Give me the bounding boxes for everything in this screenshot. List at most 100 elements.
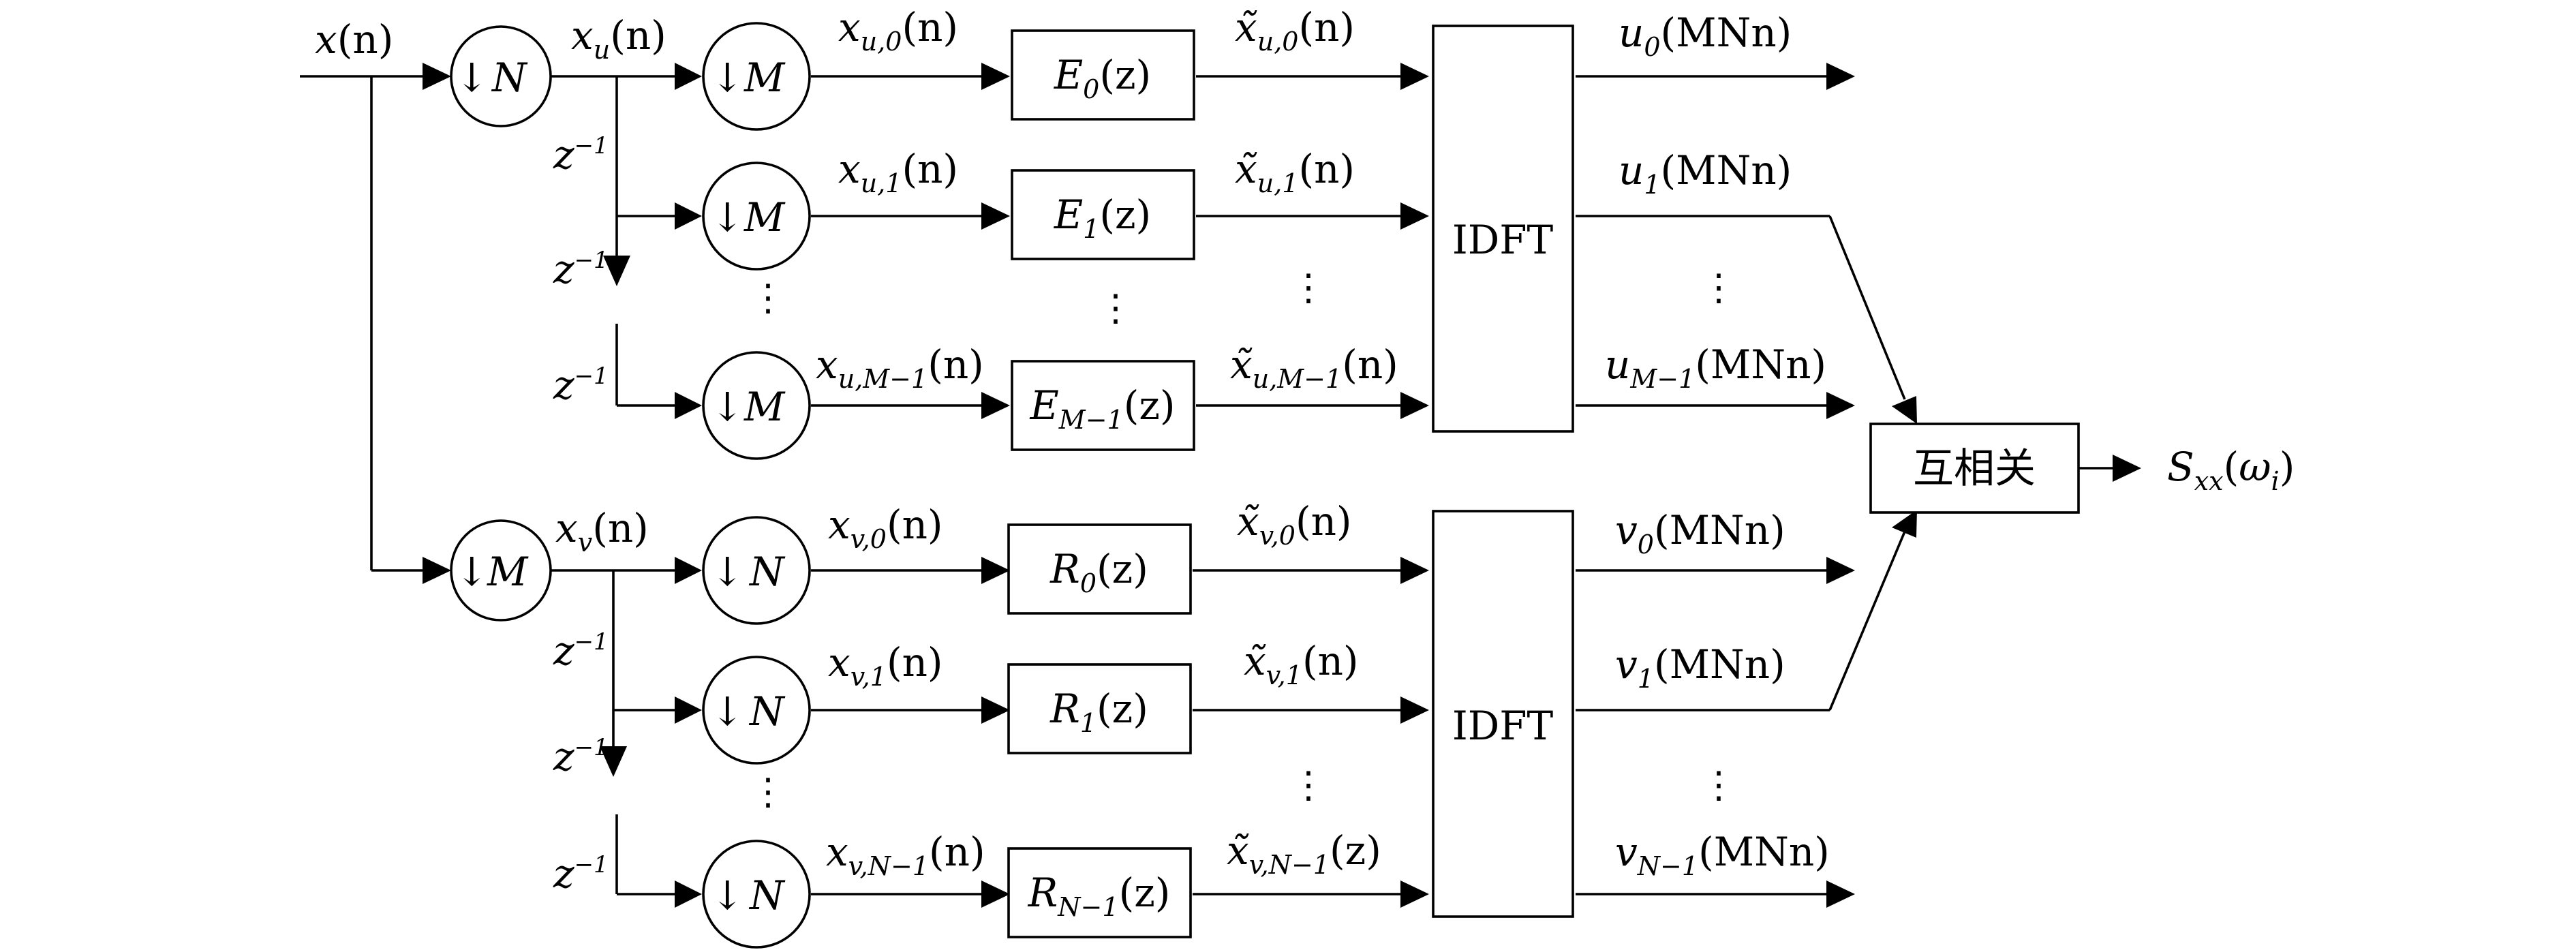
lower-output-1-label: v1(MNn) [1615, 641, 1785, 694]
decimator-factor: M [743, 55, 786, 101]
delay-arrowhead [600, 746, 627, 777]
filter-output-label: x̃u,M−1(n) [1230, 341, 1398, 394]
arrowhead [2113, 455, 2141, 482]
arrowheads [423, 63, 2141, 908]
correlator-label: 互相关 [1913, 445, 2036, 493]
filter-block [1011, 169, 1195, 260]
decimator-circle [702, 351, 811, 460]
filter-label: EM−1(z) [1029, 382, 1175, 435]
lower-output-0-label: v0(MNn) [1615, 507, 1785, 560]
upper-branch-1: ↓ M xu,1(n) E1(z) x̃u,1(n) [702, 146, 1355, 271]
arrowhead [1892, 510, 1917, 538]
lower-delay-label-2: z−1 [553, 733, 609, 780]
arrowhead [981, 392, 1010, 419]
signal-wires [300, 75, 2113, 895]
decimator-circle [702, 840, 811, 949]
down-arrow-icon: ↓ [455, 55, 489, 101]
lower-idft-block: IDFT [1432, 510, 1574, 918]
decimator-circle [702, 22, 811, 131]
lower-delay-label-1: z−1 [553, 628, 609, 674]
ellipsis-icon: ⋮ [1097, 286, 1134, 329]
filter-output-label: x̃u,0(n) [1235, 4, 1355, 57]
down-arrow-icon: ↓ [455, 549, 489, 595]
down-arrow-icon: ↓ [711, 194, 744, 241]
upper-branch-last: ↓ M xu,M−1(n) EM−1(z) x̃u,M−1(n) [702, 341, 1398, 460]
decimator-circle [450, 25, 552, 127]
upper-delay-label-1: z−1 [553, 132, 609, 178]
arrowhead [675, 63, 702, 90]
filter-output-label: x̃v,N−1(z) [1227, 827, 1381, 880]
ellipsis-icon: ⋮ [1700, 266, 1737, 309]
decimator-circle [702, 516, 811, 625]
wire-upper-out-1-diag [1828, 215, 1906, 400]
filter-label: RN−1(z) [1028, 870, 1171, 922]
filter-output-label: x̃u,1(n) [1235, 146, 1355, 198]
filter-output-label: x̃v,0(n) [1237, 498, 1352, 551]
lower-output-last-label: vN−1(MNn) [1615, 829, 1830, 881]
ellipsis-icon: ⋮ [750, 770, 786, 813]
wire-lower-out-1-diag [1828, 531, 1906, 711]
lower-branch-last: ↓ N xv,N−1(n) RN−1(z) x̃v,N−1(z) [702, 827, 1381, 949]
lower-decim-output-label: xv(n) [555, 505, 649, 557]
filter-output-label: x̃v,1(n) [1244, 638, 1359, 690]
arrowhead [1892, 396, 1917, 424]
arrowhead [1826, 880, 1855, 908]
down-arrow-icon: ↓ [711, 384, 744, 430]
lower-branch-0: ↓ N xv,0(n) R0(z) x̃v,0(n) [702, 498, 1352, 625]
arrowhead [1400, 392, 1429, 419]
arrowhead [981, 880, 1010, 908]
branch-input-label: xu,0(n) [838, 4, 958, 57]
arrowhead [981, 63, 1010, 90]
upper-output-1-label: u1(MNn) [1619, 147, 1792, 200]
lower-branch-1: ↓ N xv,1(n) R1(z) x̃v,1(n) [702, 638, 1359, 765]
idft-rect [1432, 510, 1574, 918]
branch-input-label: xv,N−1(n) [826, 829, 985, 881]
down-arrow-icon: ↓ [711, 872, 744, 919]
upper-delay-label-3: z−1 [553, 362, 609, 408]
arrowhead [1826, 557, 1855, 584]
arrowhead [1400, 63, 1429, 90]
ellipsis-icon: ⋮ [1290, 763, 1327, 806]
idft-rect [1432, 25, 1574, 433]
filter-block [1011, 360, 1195, 451]
result-label: Sxx(ωi) [2167, 444, 2295, 496]
upper-output-last-label: uM−1(MNn) [1605, 341, 1826, 394]
lower-delay-label-3: z−1 [553, 851, 609, 897]
branch-input-label: xu,M−1(n) [816, 341, 984, 394]
upper-decim-output-label: xu(n) [571, 12, 666, 65]
decimator-circle [450, 519, 552, 622]
decimator-factor: M [487, 549, 529, 595]
filter-block [1007, 523, 1192, 615]
arrowhead [423, 63, 451, 90]
arrowhead [1400, 696, 1429, 724]
upper-output-0-label: u0(MNn) [1619, 10, 1792, 62]
filter-label: E0(z) [1054, 52, 1151, 104]
upper-branch-0: ↓ M xu,0(n) E0(z) x̃u,0(n) [702, 4, 1355, 131]
delay-arrowhead [603, 256, 630, 286]
filter-label: R1(z) [1049, 686, 1148, 738]
decimator-factor: N [748, 549, 786, 595]
decimator-factor: N [748, 688, 786, 735]
ellipsis-icon: ⋮ [1700, 763, 1737, 806]
arrowhead [981, 696, 1010, 724]
filter-block [1011, 29, 1195, 121]
decimator-circle [702, 656, 811, 765]
ellipsis-icon: ⋮ [750, 276, 786, 319]
branch-input-label: xv,0(n) [828, 502, 943, 554]
down-arrow-icon: ↓ [711, 549, 744, 595]
correlator-rect [1869, 423, 2080, 514]
arrowhead [675, 880, 702, 908]
upper-delay-label-2: z−1 [553, 246, 609, 292]
arrowhead [1826, 63, 1855, 90]
down-arrow-icon: ↓ [711, 688, 744, 735]
branch-input-label: xv,1(n) [828, 639, 943, 692]
lower-decimator-m: ↓ M [450, 519, 552, 622]
arrowhead [1826, 392, 1855, 419]
arrowhead [1400, 202, 1429, 230]
decimator-factor: N [748, 872, 786, 919]
upper-decimator-n: ↓ N [450, 25, 552, 127]
arrowhead [1400, 557, 1429, 584]
arrowhead [675, 557, 702, 584]
filter-block [1007, 663, 1192, 754]
